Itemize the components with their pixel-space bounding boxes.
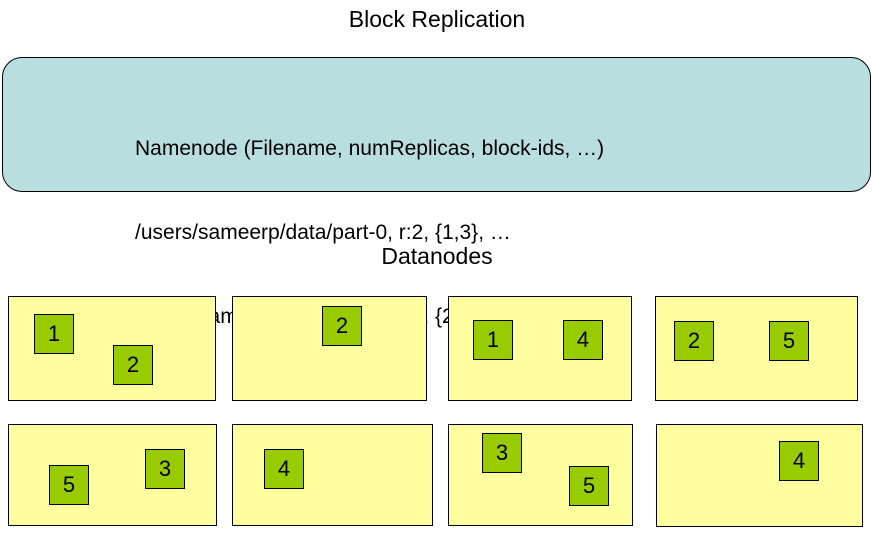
block-5: 5: [569, 466, 609, 506]
block-4: 4: [264, 449, 304, 489]
namenode-box: Namenode (Filename, numReplicas, block-i…: [2, 57, 871, 328]
block-2: 2: [113, 345, 153, 385]
block-5: 5: [769, 321, 809, 361]
block-4: 4: [563, 320, 603, 360]
block-1: 1: [34, 314, 74, 354]
block-3: 3: [145, 449, 185, 489]
block-1: 1: [473, 320, 513, 360]
datanode-6: 4: [232, 424, 433, 526]
block-2: 2: [322, 306, 362, 346]
datanode-1: 1 2: [8, 296, 216, 401]
datanode-8: 4: [656, 424, 863, 527]
namenode-header-line: Namenode (Filename, numReplicas, block-i…: [135, 137, 605, 160]
datanode-7: 3 5: [448, 424, 633, 526]
block-5: 5: [49, 465, 89, 505]
block-3: 3: [482, 433, 522, 473]
datanode-2: 2: [232, 296, 427, 401]
block-2: 2: [674, 321, 714, 361]
diagram-title: Block Replication: [348, 6, 526, 32]
datanode-3: 1 4: [448, 296, 632, 401]
datanode-4: 2 5: [655, 296, 858, 401]
datanode-5: 5 3: [8, 424, 217, 526]
namenode-file-entry-part0: /users/sameerp/data/part-0, r:2, {1,3}, …: [135, 221, 511, 244]
block-4: 4: [779, 441, 819, 481]
datanodes-heading: Datanodes: [381, 243, 493, 269]
